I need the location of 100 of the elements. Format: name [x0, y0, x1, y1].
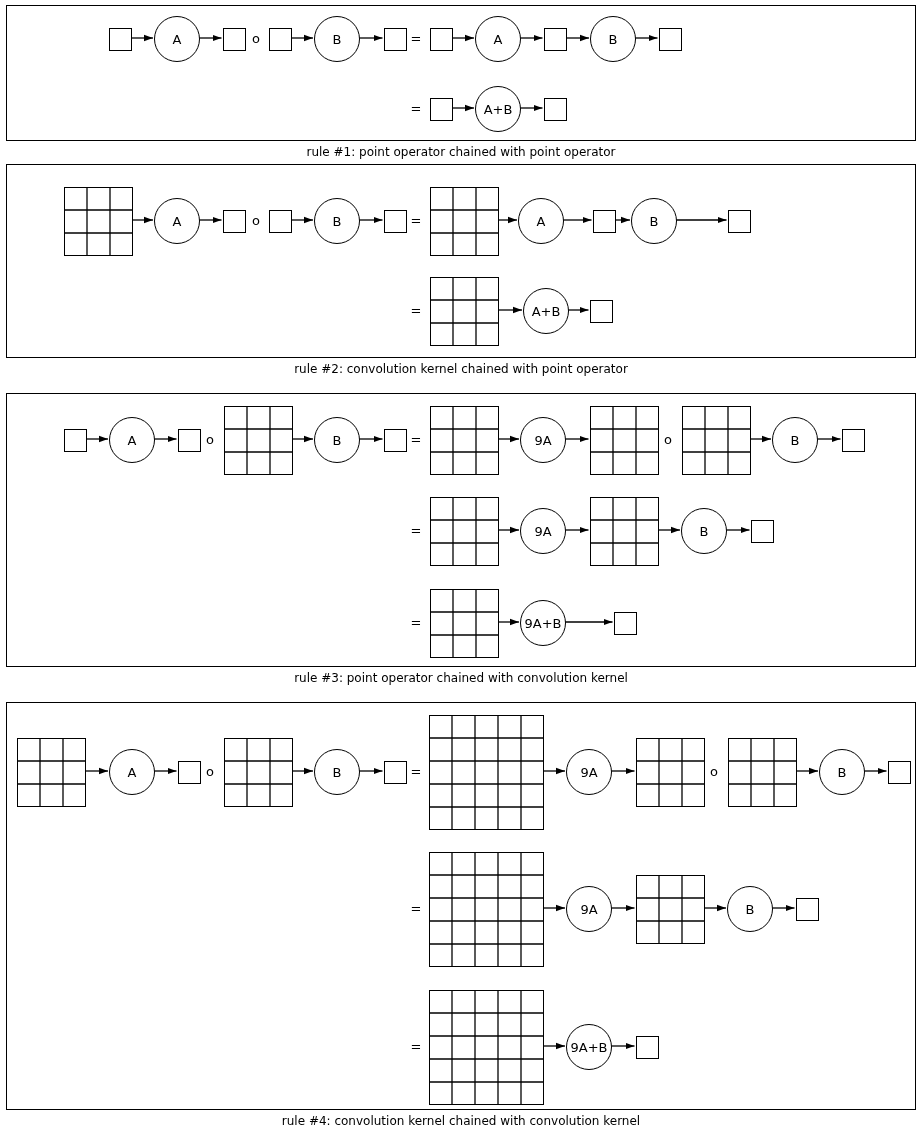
- operator-circle: B: [631, 198, 677, 244]
- arrow: [816, 435, 842, 443]
- pixel-box: [108, 27, 132, 51]
- operator-symbol: =: [410, 1039, 422, 1053]
- pixel-box: [383, 209, 407, 233]
- operator-symbol: =: [410, 764, 422, 778]
- pixel-box: [429, 27, 453, 51]
- operator-symbol: =: [410, 101, 422, 115]
- pixel-box: [383, 760, 407, 784]
- kernel-grid: [635, 874, 705, 944]
- arrow: [358, 435, 384, 443]
- pixel-box: [383, 428, 407, 452]
- rule-caption: rule #2: convolution kernel chained with point operator: [294, 362, 628, 376]
- pixel-box: [592, 209, 616, 233]
- arrow: [725, 526, 751, 534]
- operator-circle: 9A+B: [566, 1024, 612, 1070]
- pixel-box: [841, 428, 865, 452]
- kernel-grid: [681, 405, 751, 475]
- kernel-grid: [589, 496, 659, 566]
- arrow: [610, 904, 636, 912]
- arrow: [675, 216, 728, 224]
- operator-circle: B: [590, 16, 636, 62]
- rule-caption: rule #1: point operator chained with point operator: [306, 145, 616, 159]
- arrow: [610, 767, 636, 775]
- pixel-box: [268, 27, 292, 51]
- kernel-grid: [428, 851, 544, 967]
- arrow: [567, 306, 590, 314]
- arrow: [634, 34, 659, 42]
- arrow: [610, 1042, 636, 1050]
- pixel-box: [177, 760, 201, 784]
- operator-symbol: =: [410, 303, 422, 317]
- pixel-box: [658, 27, 682, 51]
- kernel-grid: [63, 186, 133, 256]
- arrow: [771, 904, 796, 912]
- pixel-box: [222, 209, 246, 233]
- operator-symbol: =: [410, 31, 422, 45]
- operator-circle: A+B: [475, 86, 521, 132]
- arrow: [358, 216, 384, 224]
- kernel-grid: [428, 989, 544, 1105]
- operator-symbol: =: [410, 432, 422, 446]
- operator-circle: B: [314, 417, 360, 463]
- operator-symbol: =: [410, 213, 422, 227]
- pixel-box: [543, 97, 567, 121]
- operator-symbol: o: [206, 764, 214, 778]
- arrow: [519, 34, 544, 42]
- arrow: [519, 104, 544, 112]
- operator-circle: A: [518, 198, 564, 244]
- arrow: [358, 34, 384, 42]
- arrow: [153, 435, 178, 443]
- operator-symbol: o: [252, 213, 260, 227]
- pixel-box: [589, 299, 613, 323]
- operator-symbol: =: [410, 901, 422, 915]
- pixel-box: [543, 27, 567, 51]
- operator-circle: B: [314, 16, 360, 62]
- kernel-grid: [429, 588, 499, 658]
- operator-circle: 9A: [566, 886, 612, 932]
- pixel-box: [727, 209, 751, 233]
- operator-symbol: =: [410, 523, 422, 537]
- kernel-grid: [635, 737, 705, 807]
- operator-circle: B: [772, 417, 818, 463]
- arrow: [153, 767, 178, 775]
- operator-circle: A: [154, 16, 200, 62]
- operator-circle: A: [154, 198, 200, 244]
- operator-circle: B: [681, 508, 727, 554]
- arrow: [564, 618, 614, 626]
- arrow: [198, 34, 223, 42]
- kernel-grid: [429, 496, 499, 566]
- pixel-box: [177, 428, 201, 452]
- pixel-box: [750, 519, 774, 543]
- rule-caption: rule #4: convolution kernel chained with convolution kernel: [281, 1114, 641, 1128]
- kernel-grid: [429, 186, 499, 256]
- pixel-box: [635, 1035, 659, 1059]
- operator-circle: 9A: [520, 417, 566, 463]
- operator-circle: A+B: [523, 288, 569, 334]
- operator-symbol: o: [664, 432, 672, 446]
- kernel-grid: [429, 276, 499, 346]
- operator-circle: A: [475, 16, 521, 62]
- operator-circle: B: [819, 749, 865, 795]
- kernel-grid: [428, 714, 544, 830]
- pixel-box: [887, 760, 911, 784]
- pixel-box: [613, 611, 637, 635]
- pixel-box: [222, 27, 246, 51]
- operator-symbol: o: [206, 432, 214, 446]
- arrow: [863, 767, 888, 775]
- operator-circle: 9A: [520, 508, 566, 554]
- operator-circle: A: [109, 417, 155, 463]
- operator-circle: A: [109, 749, 155, 795]
- kernel-grid: [16, 737, 86, 807]
- operator-circle: B: [727, 886, 773, 932]
- operator-circle: 9A: [566, 749, 612, 795]
- arrow: [198, 216, 223, 224]
- operator-circle: 9A+B: [520, 600, 566, 646]
- operator-symbol: o: [710, 764, 718, 778]
- kernel-grid: [589, 405, 659, 475]
- pixel-box: [795, 897, 819, 921]
- arrow: [564, 526, 590, 534]
- arrow: [358, 767, 384, 775]
- pixel-box: [383, 27, 407, 51]
- kernel-grid: [223, 737, 293, 807]
- kernel-grid: [429, 405, 499, 475]
